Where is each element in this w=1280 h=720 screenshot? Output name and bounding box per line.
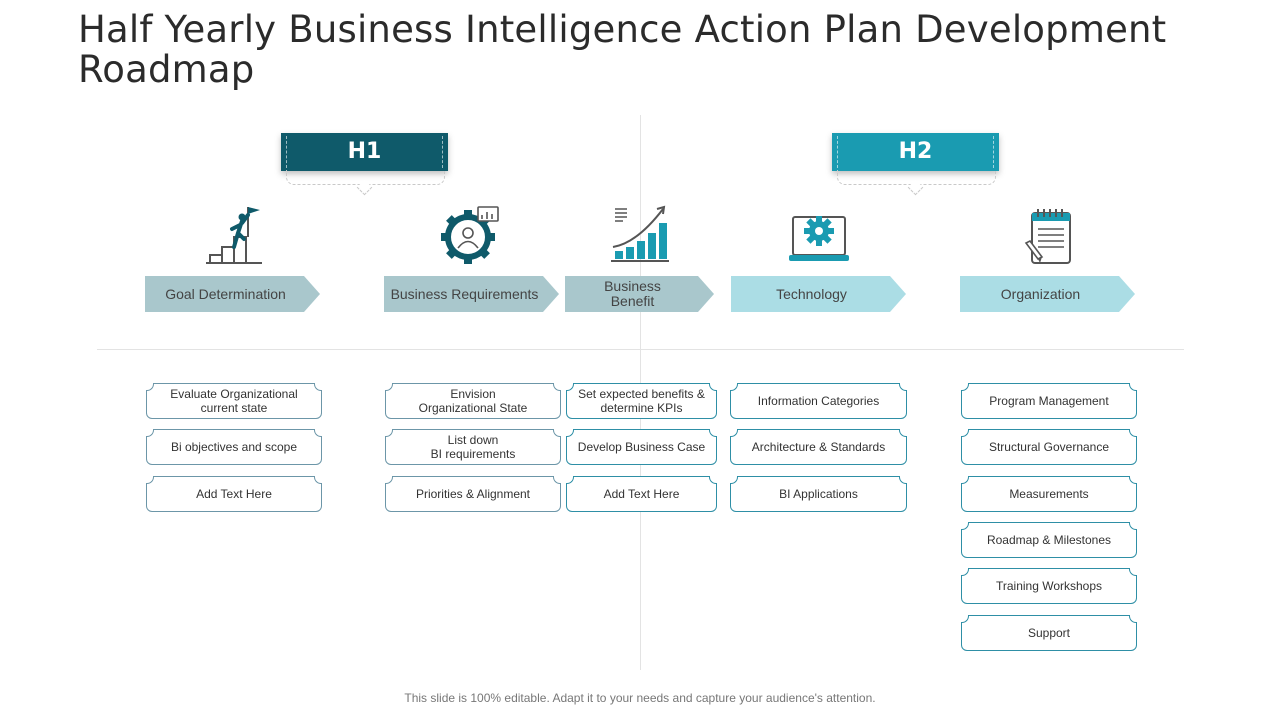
stage-technology: Technology [731, 276, 906, 312]
task-box: Evaluate Organizational current state [146, 383, 322, 419]
stage-label: Business Benefit [604, 278, 661, 309]
stage-business-requirements: Business Requirements [384, 276, 559, 312]
page-title: Half Yearly Business Intelligence Action… [78, 8, 1167, 91]
task-box: Training Workshops [961, 568, 1137, 604]
task-box: Roadmap & Milestones [961, 522, 1137, 558]
growth-chart-icon [611, 205, 669, 262]
task-box: Program Management [961, 383, 1137, 419]
task-box: List down BI requirements [385, 429, 561, 465]
stage-label: Technology [776, 285, 847, 302]
stage-goal-determination: Goal Determination [145, 276, 320, 312]
task-box: Priorities & Alignment [385, 476, 561, 512]
stage-business-benefit: Business Benefit [565, 276, 714, 312]
task-box: Develop Business Case [566, 429, 717, 465]
task-box: Measurements [961, 476, 1137, 512]
task-box: Bi objectives and scope [146, 429, 322, 465]
task-box: Architecture & Standards [730, 429, 907, 465]
half-h1-banner: H1 [281, 133, 448, 171]
task-box: Information Categories [730, 383, 907, 419]
stage-organization: Organization [960, 276, 1135, 312]
divider-horizontal [97, 349, 1184, 350]
laptop-gear-icon [789, 216, 849, 261]
notepad-icon [1024, 209, 1071, 264]
task-box: Support [961, 615, 1137, 651]
task-box: Add Text Here [566, 476, 717, 512]
half-h2-banner: H2 [832, 133, 999, 171]
task-box: BI Applications [730, 476, 907, 512]
task-box: Add Text Here [146, 476, 322, 512]
task-box: Set expected benefits & determine KPIs [566, 383, 717, 419]
stage-label: Goal Determination [165, 285, 286, 302]
climb-flag-icon [206, 207, 262, 264]
stage-label: Business Requirements [390, 285, 539, 302]
task-box: Envision Organizational State [385, 383, 561, 419]
stage-label: Organization [1000, 285, 1081, 302]
gear-person-icon [441, 206, 499, 264]
task-box: Structural Governance [961, 429, 1137, 465]
footer-note: This slide is 100% editable. Adapt it to… [404, 691, 876, 705]
